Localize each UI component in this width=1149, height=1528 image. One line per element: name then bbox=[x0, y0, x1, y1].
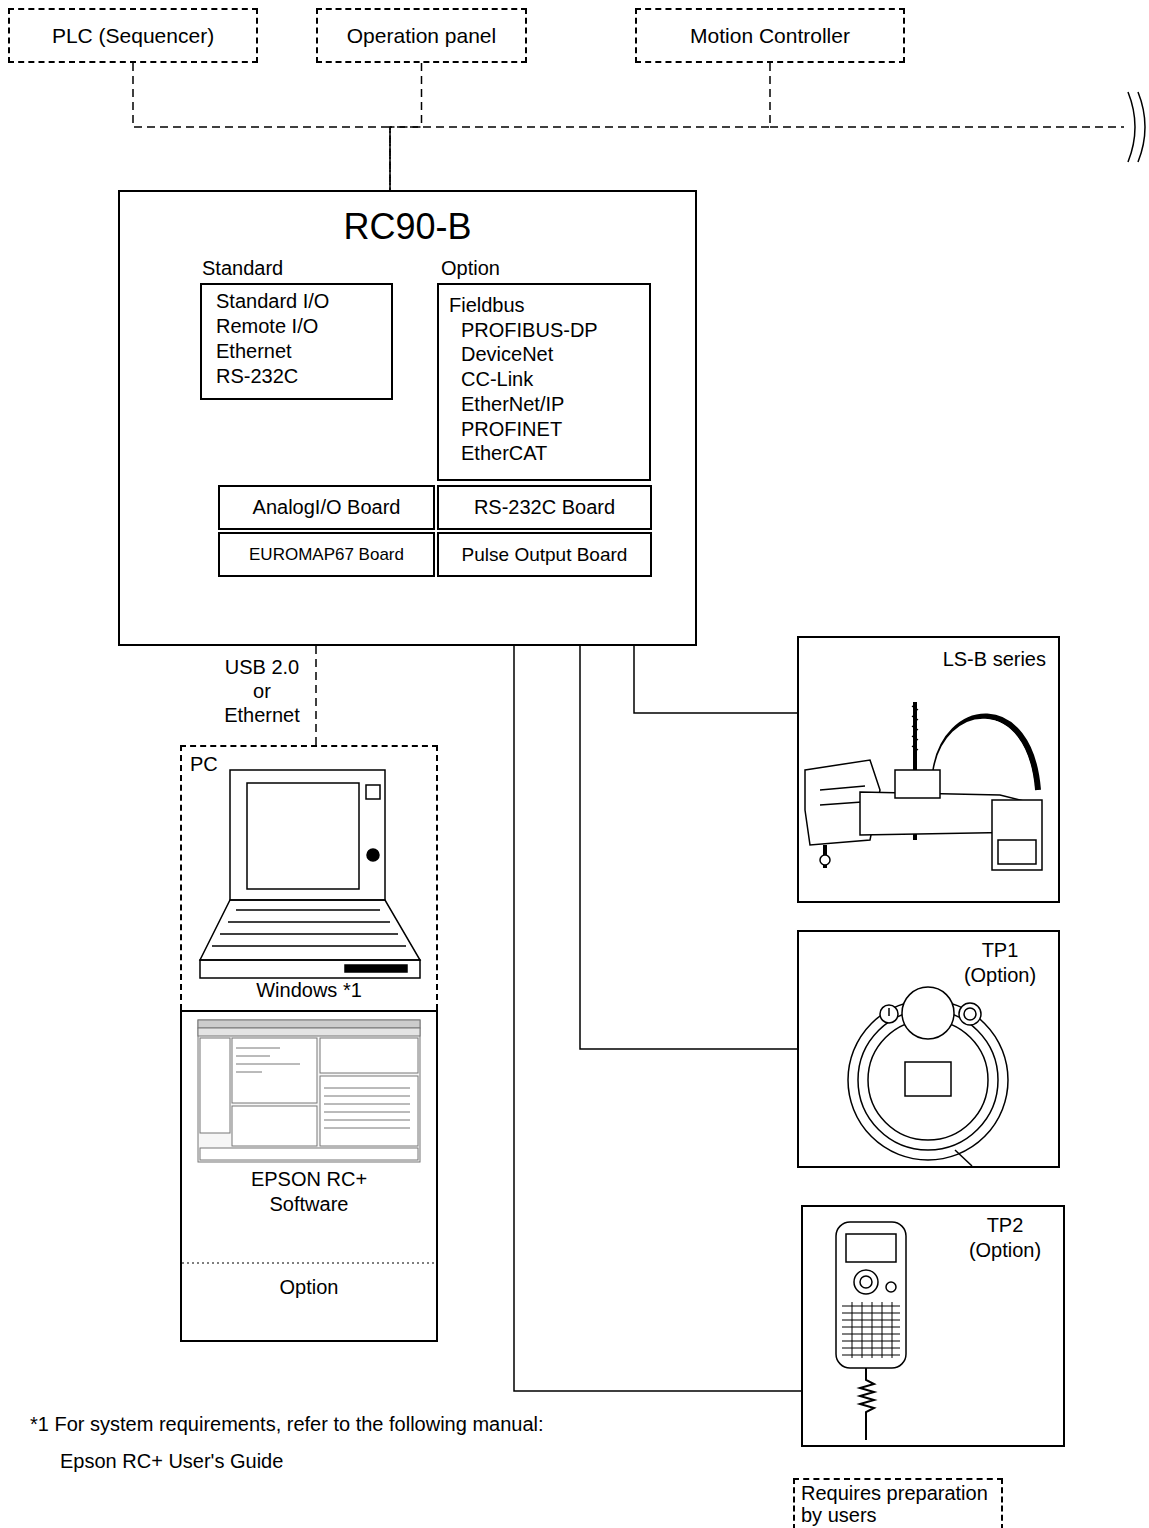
node-label: Remote I/O bbox=[216, 314, 318, 339]
legend-text: Requires preparation by users bbox=[801, 1482, 995, 1526]
group-heading: Option bbox=[441, 256, 500, 281]
node-label: LS-B series bbox=[943, 648, 1046, 671]
tp2-pendant bbox=[836, 1222, 906, 1440]
robot-box: LS-B series bbox=[797, 636, 1060, 903]
software-box: EPSON RC+ SoftwareOption bbox=[180, 1010, 438, 1342]
node-label: EtherCAT bbox=[449, 441, 547, 466]
device-box: Motion Controller bbox=[635, 8, 905, 63]
node-label: Pulse Output Board bbox=[462, 544, 628, 566]
footnote-text: *1 For system requirements, refer to the… bbox=[30, 1413, 544, 1436]
tp1-pendant bbox=[848, 987, 1008, 1166]
pc-box: PC Windows *1 bbox=[180, 745, 438, 1010]
node-label: Windows *1 bbox=[256, 979, 362, 1002]
node-label: Operation panel bbox=[347, 24, 496, 48]
node-label: Motion Controller bbox=[690, 24, 850, 48]
interface-group: OptionFieldbusPROFIBUS-DPDeviceNetCC-Lin… bbox=[437, 283, 651, 481]
group-heading: Standard bbox=[202, 256, 283, 281]
laptop-icon bbox=[200, 770, 420, 978]
connector-line bbox=[315, 646, 317, 745]
bus-line bbox=[770, 126, 1124, 128]
connector-label: USB 2.0 or Ethernet bbox=[218, 655, 306, 727]
node-label: PLC (Sequencer) bbox=[52, 24, 214, 48]
node-label: CC-Link bbox=[449, 367, 533, 392]
node-label: RS-232C bbox=[216, 364, 298, 389]
connector-line bbox=[634, 646, 797, 713]
connector-line bbox=[514, 646, 801, 1391]
node-label: Fieldbus bbox=[449, 293, 525, 318]
node-label: AnalogI/O Board bbox=[253, 496, 401, 519]
connector-line bbox=[390, 63, 770, 190]
node-label: Standard I/O bbox=[216, 289, 329, 314]
node-label: RS-232C Board bbox=[474, 496, 615, 519]
node-label: PC bbox=[190, 753, 218, 776]
connector-line bbox=[133, 63, 390, 190]
connector-line bbox=[580, 646, 797, 1049]
pendant-box: TP2 (Option) bbox=[801, 1205, 1065, 1447]
node-label: EtherNet/IP bbox=[449, 392, 564, 417]
node-label: EUROMAP67 Board bbox=[249, 545, 404, 565]
node-label: EPSON RC+ Software bbox=[229, 1167, 389, 1217]
device-box: PLC (Sequencer) bbox=[8, 8, 258, 63]
node-label: PROFINET bbox=[449, 417, 562, 442]
option-board: AnalogI/O Board bbox=[218, 485, 435, 530]
node-label: RC90-B bbox=[343, 206, 471, 248]
break-mark bbox=[1128, 92, 1145, 162]
option-board: EUROMAP67 Board bbox=[218, 532, 435, 577]
dotted-divider bbox=[182, 1262, 436, 1263]
legend-sample: Requires preparation by users bbox=[793, 1478, 1003, 1528]
option-board: Pulse Output Board bbox=[437, 532, 652, 577]
device-box: Operation panel bbox=[316, 8, 527, 63]
controller-box: RC90-BStandardStandard I/ORemote I/OEthe… bbox=[118, 190, 697, 646]
pendant-box: TP1 (Option) bbox=[797, 930, 1060, 1168]
node-label: DeviceNet bbox=[449, 342, 553, 367]
node-label: PROFIBUS-DP bbox=[449, 318, 598, 343]
option-board: RS-232C Board bbox=[437, 485, 652, 530]
interface-group: StandardStandard I/ORemote I/OEthernetRS… bbox=[200, 283, 393, 400]
node-label: Option bbox=[280, 1275, 339, 1300]
node-label: TP1 (Option) bbox=[952, 938, 1048, 988]
software-screenshot bbox=[198, 1020, 420, 1162]
scara-robot bbox=[805, 702, 1042, 870]
footnote-text: Epson RC+ User's Guide bbox=[60, 1450, 283, 1473]
node-label: Ethernet bbox=[216, 339, 292, 364]
node-label: TP2 (Option) bbox=[957, 1213, 1053, 1263]
